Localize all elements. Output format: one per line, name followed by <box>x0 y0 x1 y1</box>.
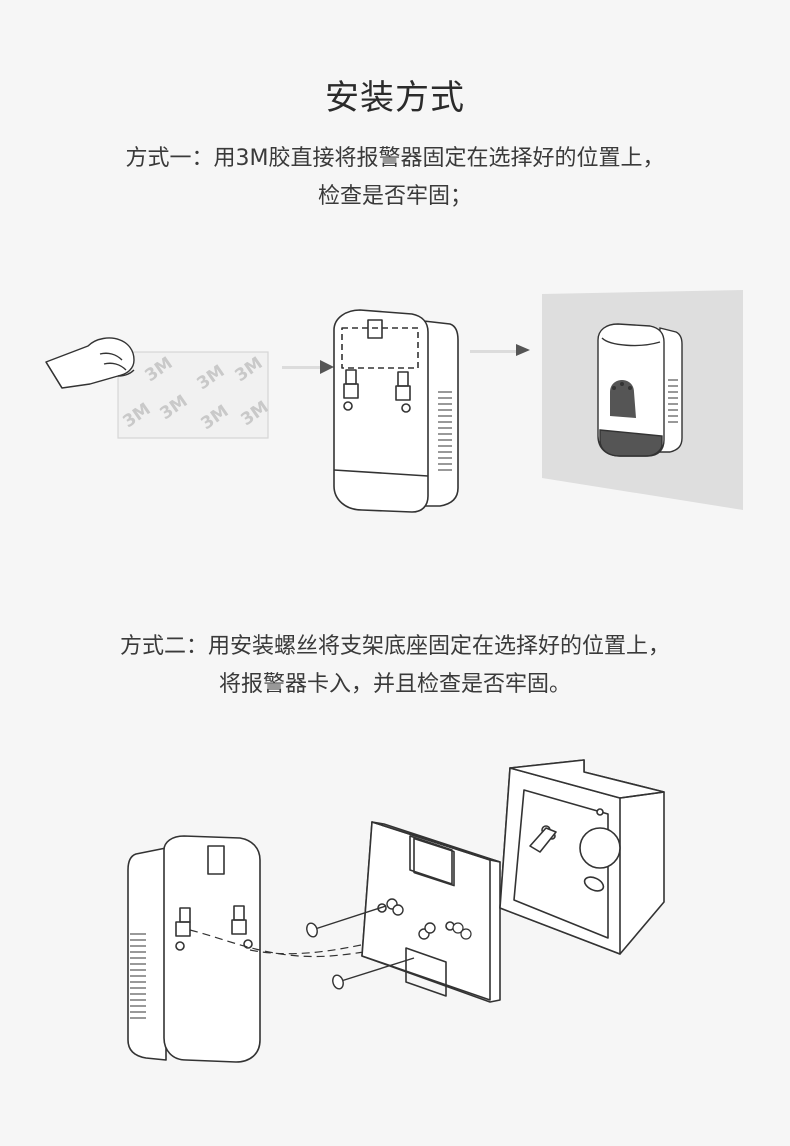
page-title: 安装方式 <box>325 78 465 118</box>
method-one-instructions: 方式一：用3M胶直接将报警器固定在选择好的位置上， 检查是否牢固； <box>0 140 790 216</box>
method-one-line-1: 方式一：用3M胶直接将报警器固定在选择好的位置上， <box>125 146 665 171</box>
screw-icon <box>452 922 472 940</box>
arrow-icon <box>470 344 530 356</box>
hand-icon <box>45 337 135 389</box>
method-one-illustration: 3M 3M 3M 3M 3M 3M 3M <box>45 290 743 513</box>
alarm-device-icon <box>127 835 261 1063</box>
method-two-line-2: 将报警器卡入，并且检查是否牢固。 <box>218 672 571 697</box>
bracket-icon <box>361 821 501 1003</box>
method-one-line-2: 检查是否牢固； <box>317 184 472 209</box>
screw-icon <box>306 898 404 938</box>
method-two-instructions: 方式二：用安装螺丝将支架底座固定在选择好的位置上， 将报警器卡入，并且检查是否牢… <box>0 628 790 704</box>
method-two-illustration <box>127 759 665 1063</box>
junction-box-icon <box>499 759 665 955</box>
tape-icon: 3M 3M 3M 3M 3M 3M 3M <box>117 351 272 439</box>
screw-icon <box>332 922 436 990</box>
method-two-line-1: 方式二：用安装螺丝将支架底座固定在选择好的位置上， <box>119 634 670 659</box>
alarm-device-icon <box>597 323 683 457</box>
arrow-icon <box>282 360 334 374</box>
alarm-device-icon <box>333 309 459 513</box>
